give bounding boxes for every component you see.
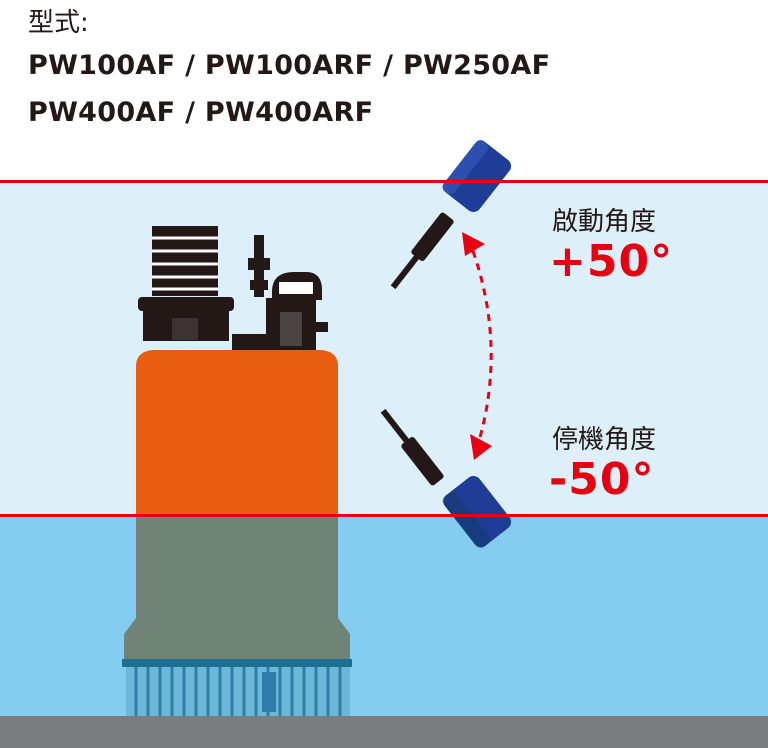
- stop-angle-value: -50°: [549, 454, 655, 505]
- stop-angle-label: 停機角度: [552, 425, 657, 455]
- stop-level-line: [0, 514, 768, 517]
- start-zone-water: [0, 182, 768, 516]
- start-level-line: [0, 180, 768, 183]
- model-list-line-1: PW100AF / PW100ARF / PW250AF: [28, 50, 551, 81]
- submersible-pump-icon: [122, 226, 352, 716]
- model-label: 型式:: [28, 8, 89, 38]
- double-arrow-arc-icon: [462, 232, 493, 460]
- start-angle-value: +50°: [549, 236, 674, 287]
- ground-floor: [0, 716, 768, 748]
- model-list-line-2: PW400AF / PW400ARF: [28, 97, 374, 128]
- float-switch-stop: [380, 408, 512, 548]
- start-angle-label: 啟動角度: [552, 207, 657, 237]
- submerged-water: [0, 516, 768, 716]
